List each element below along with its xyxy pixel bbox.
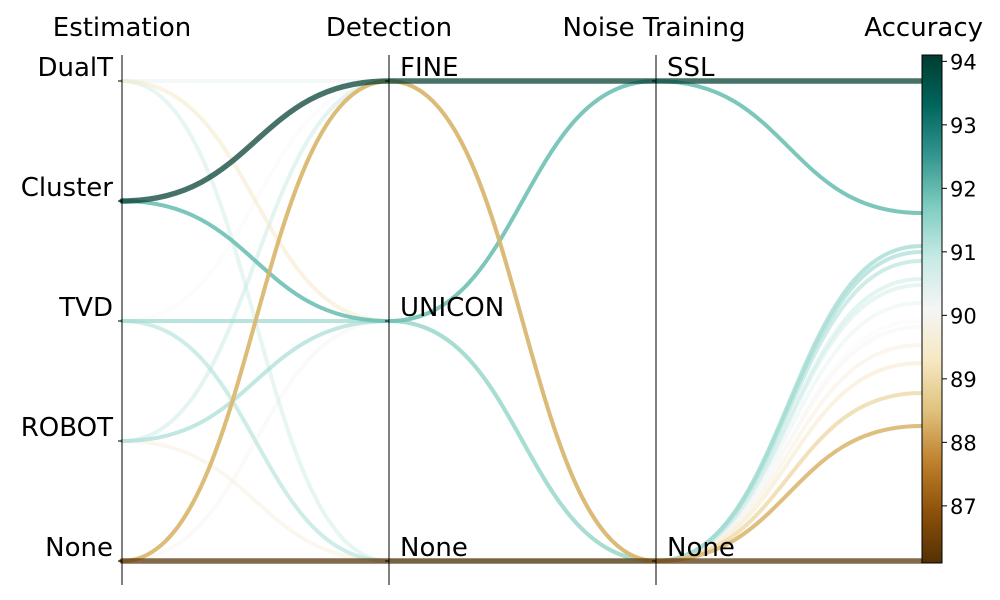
colorbar: 87 88 89 90 91 92 93 94	[921, 50, 977, 564]
lines-layer	[119, 78, 924, 564]
colorbar-tick-label: 92	[950, 177, 977, 201]
axis-title-accuracy: Accuracy	[864, 13, 983, 43]
colorbar-tick-label: 94	[950, 50, 977, 74]
colorbar-tick-label: 93	[950, 114, 977, 138]
axis-title-estimation: Estimation	[53, 13, 191, 43]
data-line-3	[120, 244, 923, 564]
colorbar-tick-label: 88	[950, 431, 977, 455]
colorbar-tick-label: 90	[950, 304, 977, 328]
colorbar-tick-label: 87	[950, 495, 977, 519]
colorbar-gradient	[921, 54, 943, 564]
axis-title-noise_training: Noise Training	[563, 13, 746, 43]
category-label-noise_training: SSL	[667, 53, 715, 83]
category-label-estimation: ROBOT	[21, 413, 113, 443]
category-label-estimation: DualT	[37, 53, 113, 83]
category-label-estimation: TVD	[58, 293, 113, 323]
data-line-1	[119, 78, 924, 204]
category-label-detection: None	[400, 533, 468, 563]
axis-title-detection: Detection	[326, 13, 452, 43]
colorbar-tick-label: 91	[950, 241, 977, 265]
axes-layer	[118, 55, 657, 585]
colorbar-tick-label: 89	[950, 368, 977, 392]
data-line-14	[120, 78, 923, 564]
category-label-estimation: Cluster	[21, 173, 114, 203]
data-line-2	[120, 78, 923, 324]
category-label-estimation: None	[45, 533, 113, 563]
category-label-noise_training: None	[667, 533, 735, 563]
category-label-detection: FINE	[400, 53, 459, 83]
category-label-detection: UNICON	[400, 293, 504, 323]
